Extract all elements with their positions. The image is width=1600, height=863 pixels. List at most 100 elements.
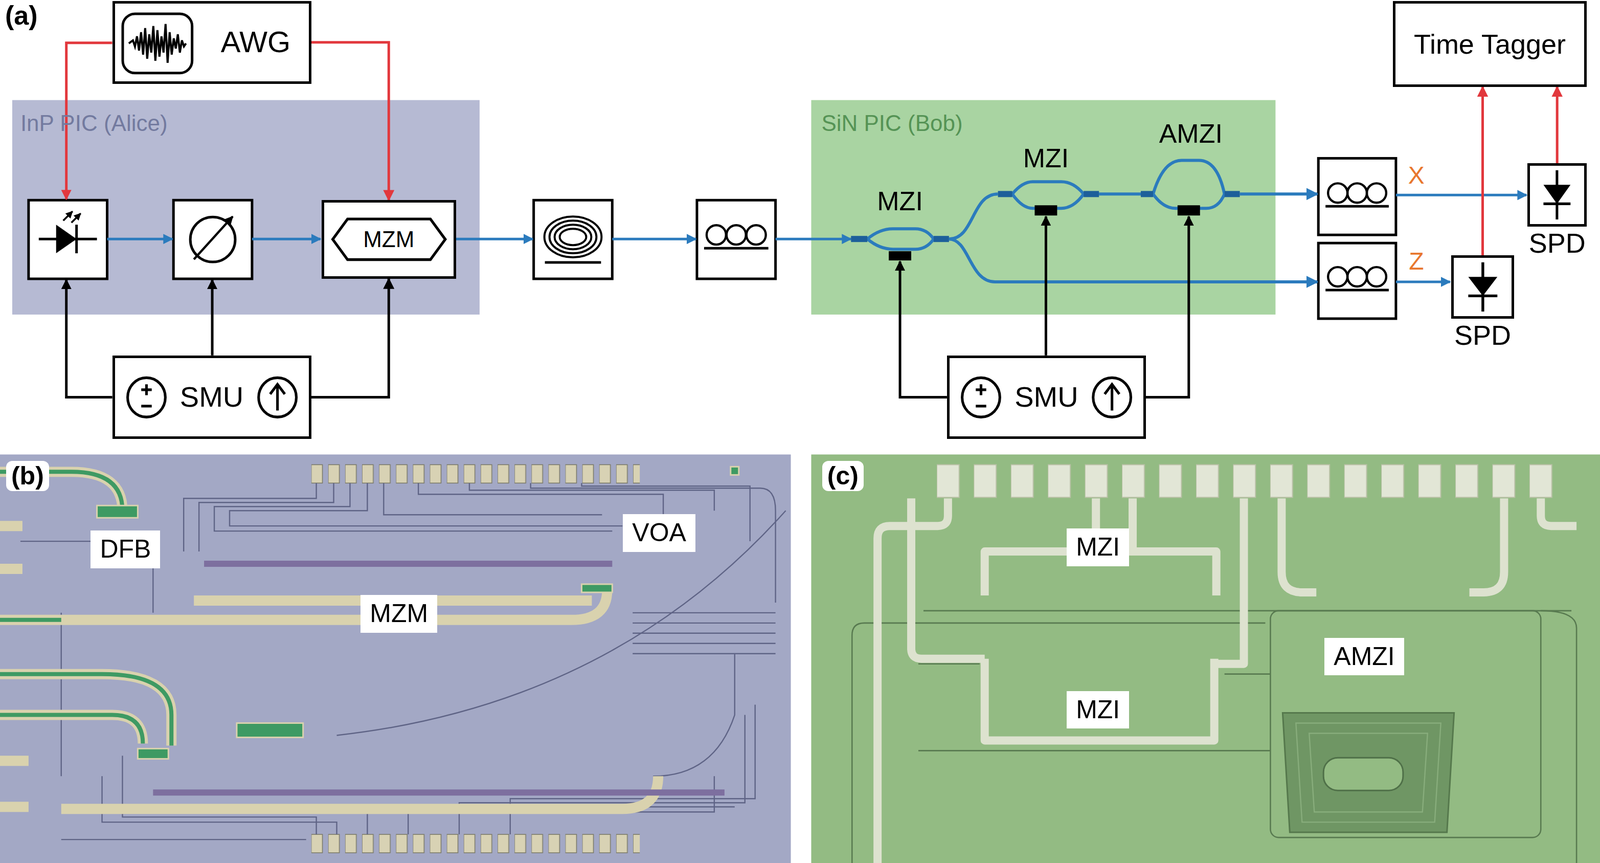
inp-chip-micrograph	[0, 590, 607, 620]
inp-chip-micrograph	[0, 471, 659, 809]
instrument-box: SMU	[112, 355, 312, 440]
node-text: SMU	[1014, 380, 1078, 414]
sin-chip-micrograph	[1281, 498, 1317, 593]
node-text: AWG	[220, 25, 291, 60]
text-label: MZI	[876, 186, 923, 216]
heater-block	[888, 205, 1201, 261]
coupler-block	[850, 235, 868, 242]
heater-block	[888, 251, 912, 261]
component-label: DFB	[90, 530, 161, 569]
symbol-icon	[1468, 276, 1498, 296]
signal-arrow	[1556, 86, 1559, 164]
inp-chip-micrograph	[0, 760, 29, 807]
inp-chip-micrograph	[204, 560, 613, 567]
inp-chip-micrograph	[0, 714, 143, 744]
inp-chip-micrograph	[20, 482, 786, 840]
fiber-spool-symbol	[544, 216, 602, 258]
attenuator-symbol	[173, 199, 253, 279]
sin-chip-micrograph	[1540, 610, 1577, 863]
dc-wire	[899, 261, 948, 398]
optical-waveguide	[1153, 160, 1225, 194]
attenuator-symbol	[190, 216, 236, 262]
polarization-controller-symbol	[726, 224, 747, 245]
sin-chip-micrograph	[984, 658, 1215, 741]
dc-wire	[1044, 216, 1048, 356]
symbol-icon	[128, 24, 187, 63]
detector-box: SPD	[1451, 255, 1515, 319]
attenuator-symbol	[173, 199, 253, 279]
inp-chip-micrograph	[0, 525, 23, 569]
coupler-block	[1083, 190, 1099, 197]
inp-chip-micrograph	[198, 482, 334, 552]
sin-chip-micrograph	[936, 459, 1562, 501]
chip-band-fill	[12, 100, 480, 315]
symbol-icon	[127, 377, 166, 417]
fiber-spool-symbol	[559, 228, 587, 245]
polarization-controller-symbol	[1347, 266, 1367, 287]
instrument-box: AWG	[112, 1, 312, 84]
sin-chip-micrograph	[810, 454, 1600, 863]
node-text: SPD	[1454, 319, 1512, 351]
laser-symbol	[75, 224, 78, 254]
sin-chip-micrograph	[1282, 712, 1454, 833]
polarization-controller-symbol	[1347, 183, 1367, 203]
symbol-icon	[122, 13, 193, 74]
optical-waveguide	[775, 237, 852, 241]
inp-chip-micrograph	[97, 505, 139, 518]
laser-symbol	[28, 199, 108, 279]
polarization-controller-symbol	[1318, 242, 1396, 319]
laser-symbol	[71, 213, 81, 223]
node-text: SPD	[1528, 227, 1586, 259]
fiber-spool-symbol	[533, 199, 613, 279]
polarization-controller-symbol	[706, 224, 727, 245]
attenuator-symbol	[193, 216, 233, 260]
sin-chip-micrograph	[1214, 498, 1245, 664]
polarization-controller-symbol	[1366, 266, 1387, 287]
sin-chip-micrograph	[877, 498, 1577, 863]
optical-waveguide	[1012, 181, 1085, 194]
symbol-icon	[1453, 257, 1513, 317]
inp-chip-micrograph	[530, 482, 776, 603]
symbol-icon	[1093, 377, 1132, 417]
optical-waveguide	[107, 160, 1527, 282]
polarization-controller-symbol	[696, 199, 776, 279]
fiber-spool-symbol	[545, 261, 602, 264]
polarization-controller-symbol	[1318, 158, 1396, 235]
polarization-controller-symbol	[1325, 288, 1389, 291]
optical-waveguide	[1395, 193, 1527, 197]
node-text: MZI	[1075, 694, 1120, 725]
heater-block	[1177, 205, 1201, 216]
symbol-icon	[141, 384, 152, 407]
modulator-box: MZM	[321, 199, 457, 279]
laser-symbol	[63, 211, 73, 221]
text-label: AMZI	[1159, 119, 1223, 149]
inp-chip-micrograph	[229, 482, 623, 526]
optical-waveguide	[1098, 192, 1141, 196]
chip-region: InP PIC (Alice)MZM	[12, 100, 480, 315]
component-label: AMZI	[1324, 637, 1404, 676]
polarization-controller-symbol	[1327, 266, 1348, 287]
node-text: AMZI	[1333, 641, 1395, 672]
inp-chip-micrograph	[0, 673, 172, 746]
signal-arrow	[311, 278, 390, 398]
sin-chip-micrograph	[911, 498, 985, 659]
coupler-block	[998, 190, 1013, 197]
inp-chip-micrograph	[632, 612, 776, 654]
text-label: (b)	[6, 460, 50, 491]
inp-chip-micrograph	[0, 454, 792, 863]
sin-chip-micrograph	[918, 662, 980, 665]
inp-chip-micrograph	[236, 722, 304, 737]
symbol-icon	[332, 218, 445, 260]
component-label: MZM	[360, 594, 438, 633]
optical-waveguide	[867, 228, 934, 239]
sin-chip-micrograph	[810, 454, 1600, 863]
inp-chip-micrograph	[0, 617, 62, 622]
sin-chip-micrograph	[1295, 722, 1441, 822]
optical-waveguide	[1240, 192, 1318, 196]
inp-chip-micrograph	[469, 482, 715, 511]
dc-wire	[211, 279, 214, 356]
instrument-box: Time Tagger	[1392, 1, 1587, 87]
instrument-box: SMU	[947, 355, 1146, 440]
node-text: MZI	[1075, 532, 1120, 562]
